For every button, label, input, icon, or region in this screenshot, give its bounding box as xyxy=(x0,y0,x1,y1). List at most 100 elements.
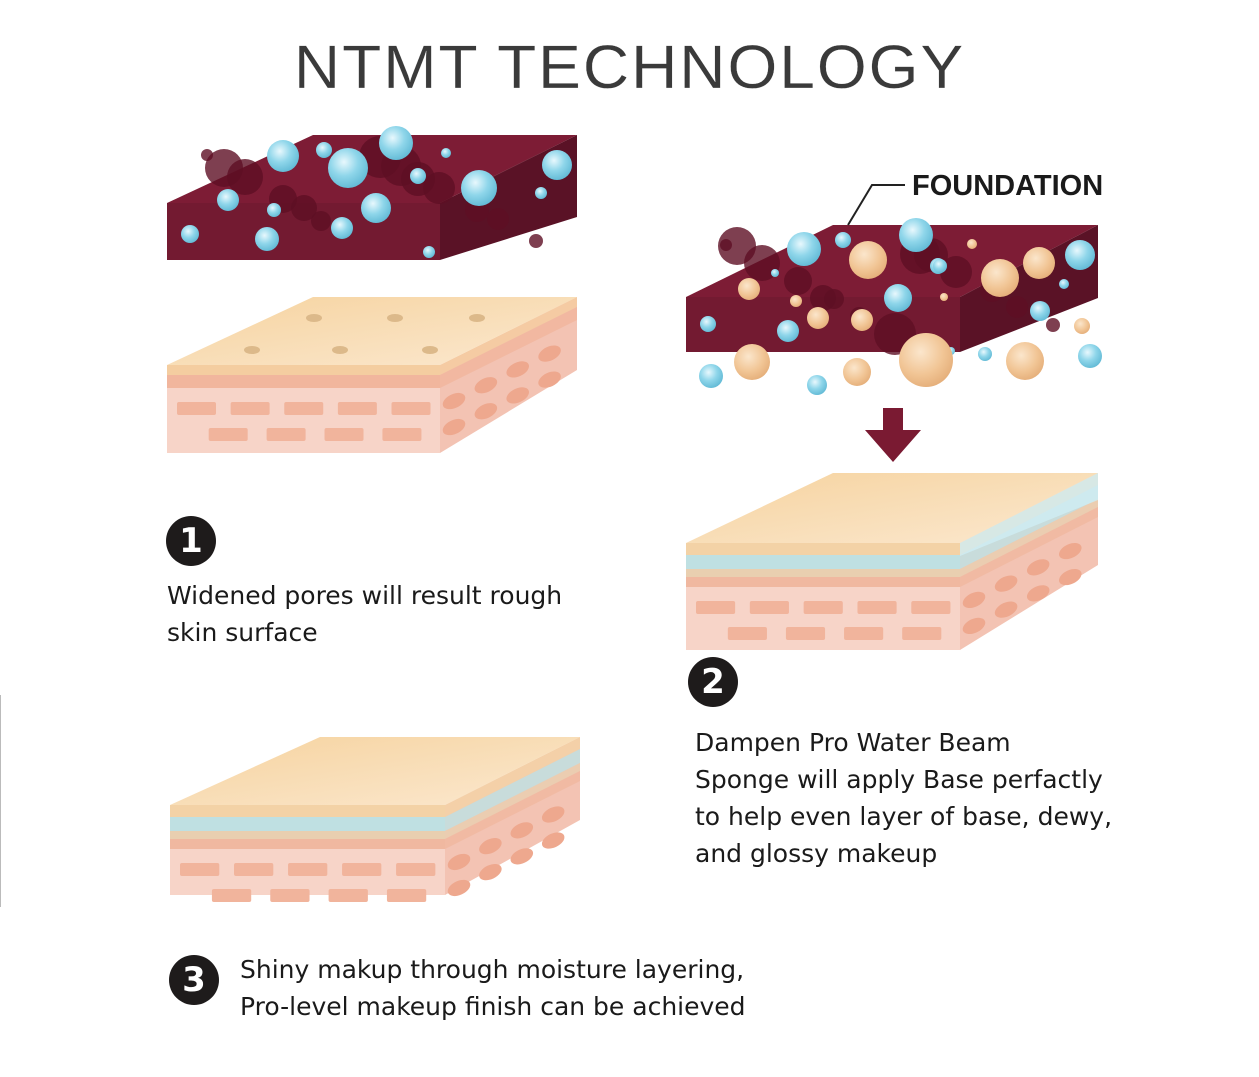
skin-cell xyxy=(803,601,843,614)
skin-cell xyxy=(727,627,767,640)
left-edge-divider xyxy=(0,695,1,907)
skin-layer xyxy=(686,555,960,569)
skin-cell xyxy=(288,863,328,876)
step-3-number-badge: 3 xyxy=(169,955,219,1005)
skin-cell-side xyxy=(1059,542,1082,560)
pore xyxy=(422,346,438,354)
skin-cell xyxy=(382,428,422,441)
foundation-leader-line xyxy=(847,184,905,226)
water-droplet xyxy=(807,375,827,395)
sponge-pore xyxy=(940,256,972,288)
skin-cell-side xyxy=(962,617,986,635)
skin-layer xyxy=(167,365,440,375)
skin-cell-side xyxy=(506,387,529,404)
skin-layer-side xyxy=(440,307,577,388)
water-droplet xyxy=(423,246,435,258)
skin-layer-side xyxy=(445,763,580,839)
water-droplet xyxy=(978,347,992,361)
pore xyxy=(244,346,260,354)
skin-cell-side xyxy=(994,575,1018,592)
skin-cell xyxy=(180,863,220,876)
water-droplet xyxy=(379,126,413,160)
skin-cell-side xyxy=(1026,585,1050,602)
skin-cell-side xyxy=(447,853,471,871)
skin-moisture-layered xyxy=(170,737,580,902)
skin-cell xyxy=(208,428,248,441)
step-3-line: Shiny makup through moisture layering, xyxy=(240,955,745,984)
skin-cell xyxy=(902,627,942,640)
sponge-with-foundation xyxy=(686,218,1102,395)
water-droplet xyxy=(316,142,332,158)
skin-layer-side xyxy=(445,737,580,817)
pore xyxy=(332,346,348,354)
skin-cell xyxy=(324,428,364,441)
sponge-pore xyxy=(205,149,243,187)
foundation-label: FOUNDATION xyxy=(912,170,1104,202)
step-3-description: Shiny makup through moisture layering, P… xyxy=(240,951,746,1025)
pore xyxy=(387,314,403,322)
skin-with-foundation xyxy=(686,473,1098,650)
pore xyxy=(306,314,322,322)
step-3-line: Pro-level makeup finish can be achieved xyxy=(240,992,746,1021)
skin-layer xyxy=(170,831,445,839)
skin-cell-side xyxy=(479,838,502,855)
skin-layer-side xyxy=(960,507,1098,587)
skin-cell-side xyxy=(1026,559,1050,576)
sponge-pore xyxy=(529,234,543,248)
water-droplet xyxy=(361,193,391,223)
sponge-pore xyxy=(824,289,844,309)
water-droplet xyxy=(535,187,547,199)
skin-cell xyxy=(337,402,377,415)
foundation-droplet xyxy=(967,239,977,249)
foundation-droplet xyxy=(790,295,802,307)
skin-cell-side xyxy=(447,879,471,897)
skin-layer-side xyxy=(445,771,580,849)
skin-cell-side xyxy=(510,822,534,839)
sponge-water-only xyxy=(167,126,577,260)
skin-layer xyxy=(170,839,445,849)
skin-cell xyxy=(177,402,216,415)
water-droplet xyxy=(933,259,947,273)
skin-cell xyxy=(230,402,270,415)
sponge-pore xyxy=(784,267,812,295)
step-2-line: Sponge will apply Base perfactly xyxy=(695,765,1103,794)
skin-cell xyxy=(391,402,431,415)
sponge-pore xyxy=(1046,318,1060,332)
water-droplet xyxy=(267,203,281,217)
foundation-droplet xyxy=(1074,318,1090,334)
skin-cell-side xyxy=(994,601,1018,618)
water-droplet xyxy=(835,232,851,248)
skin-layer xyxy=(686,577,960,587)
skin-cell-side xyxy=(541,806,565,823)
sponge-pore xyxy=(487,208,509,230)
skin-cell-side xyxy=(474,377,498,394)
water-droplet xyxy=(331,217,353,239)
water-droplet xyxy=(217,189,239,211)
foundation-droplet xyxy=(734,344,770,380)
foundation-droplet xyxy=(981,259,1019,297)
down-arrow-icon xyxy=(865,408,921,462)
foundation-droplet xyxy=(738,278,760,300)
skin-cell xyxy=(284,402,324,415)
skin-cell xyxy=(234,863,274,876)
water-droplet xyxy=(441,148,451,158)
foundation-droplet xyxy=(1023,247,1055,279)
water-droplet xyxy=(787,232,821,266)
sponge-pore xyxy=(718,227,756,265)
sponge-pore xyxy=(311,211,331,231)
skin-top xyxy=(170,737,580,805)
skin-cell-side xyxy=(442,418,466,436)
skin-layer xyxy=(686,569,960,577)
skin-cell xyxy=(266,428,306,441)
skin-with-pores xyxy=(167,297,577,453)
foundation-droplet xyxy=(1006,342,1044,380)
water-droplet xyxy=(699,364,723,388)
water-droplet xyxy=(771,269,779,277)
water-droplet xyxy=(328,148,368,188)
step-2-line: Dampen Pro Water Beam xyxy=(695,728,1011,757)
skin-top xyxy=(686,473,1098,543)
skin-cell xyxy=(696,601,736,614)
foundation-droplet xyxy=(843,358,871,386)
skin-cell xyxy=(396,863,436,876)
